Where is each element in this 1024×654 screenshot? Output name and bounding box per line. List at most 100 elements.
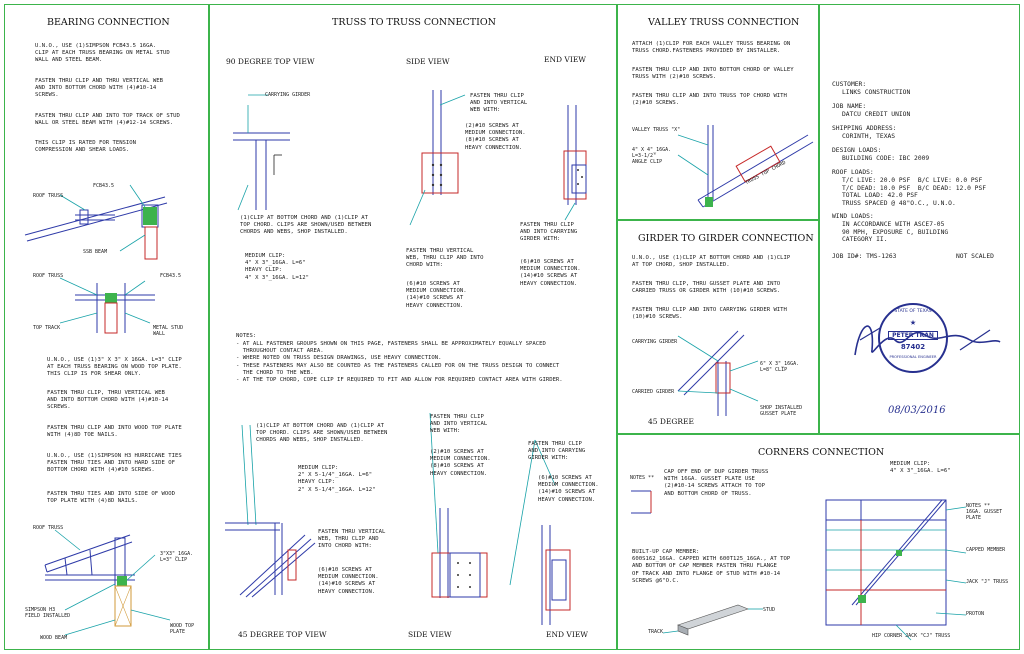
customer-label: CUSTOMER: xyxy=(832,81,867,88)
seal-state: STATE OF TEXAS xyxy=(894,309,932,314)
truss-45-top-view-drawing xyxy=(225,424,316,598)
bearing-text-1: U.N.O., USE (1)SIMPSON FCB43.5 16GA. CLI… xyxy=(35,43,170,64)
truss-side-view-drawing xyxy=(409,90,466,226)
wind-label: WIND LOADS: xyxy=(832,213,874,220)
truss-end-view-2-drawing xyxy=(509,439,571,625)
girder-title: GIRDER TO GIRDER CONNECTION xyxy=(638,233,814,244)
engineer-signature xyxy=(854,325,1001,356)
label-carried-girder: CARRIED GIRDER xyxy=(632,389,675,395)
job-id: JOB ID#: TMS-1263 xyxy=(832,253,897,260)
label-track: TRACK xyxy=(648,629,664,635)
label-top-track: TOP TRACK xyxy=(33,325,61,331)
valley-text-1: ATTACH (1)CLIP FOR EACH VALLEY TRUSS BEA… xyxy=(632,41,791,55)
label-valley-truss: VALLEY TRUSS "X" xyxy=(632,127,681,133)
truss-screws-side: (2)#10 SCREWS AT MEDIUM CONNECTION. (8)#… xyxy=(465,123,526,151)
bearing-text-6: FASTEN THRU CLIP, THRU VERTICAL WEB AND … xyxy=(47,390,169,411)
seal-pe: PROFESSIONAL ENGINEER xyxy=(889,355,937,359)
truss-medium-clip: MEDIUM CLIP: 4" X 3"_16GA. L=6" HEAVY CL… xyxy=(245,253,309,281)
job-value: DATCU CREDIT UNION xyxy=(842,111,911,118)
label-roof-truss-3: ROOF TRUSS xyxy=(33,525,64,531)
customer-value: LINKS CONSTRUCTION xyxy=(842,89,911,96)
seal-star-icon: ★ xyxy=(909,317,917,328)
label-hip-corner-jack: HIP CORNER JACK "CJ" TRUSS xyxy=(872,633,951,639)
roof-loads: T/C LIVE: 20.0 PSF B/C LIVE: 0.0 PSF T/C… xyxy=(842,177,987,207)
truss-end-view: END VIEW xyxy=(544,55,586,64)
bearing-detail-3-drawing xyxy=(44,529,171,636)
truss-screws-girder-2: (6)#10 SCREWS AT MEDIUM CONNECTION. (14)… xyxy=(538,475,599,503)
label-wood-top-plate: WOOD TOP PLATE xyxy=(170,623,195,635)
corners-medium-clip: MEDIUM CLIP: 4" X 3"_16GA. L=6" xyxy=(890,461,951,475)
design-label: DESIGN LOADS: xyxy=(832,147,882,154)
truss-to-truss-panel: TRUSS TO TRUSS CONNECTION 90 DEGREE TOP … xyxy=(209,4,617,650)
label-stud: STUD xyxy=(763,607,776,613)
corners-title: CORNERS CONNECTION xyxy=(758,447,885,458)
truss-top-view-45: 45 DEGREE TOP VIEW xyxy=(238,630,327,639)
valley-drawing xyxy=(677,125,814,208)
corners-built-up: BUILT-UP CAP MEMBER: 600S162_16GA. CAPPE… xyxy=(632,549,791,584)
corners-cap-drawing xyxy=(631,490,652,514)
label-fcb43-2: FCB43.5 xyxy=(160,273,182,279)
truss-top-view-90: 90 DEGREE TOP VIEW xyxy=(226,57,315,66)
truss-fasten-side-2: FASTEN THRU CLIP AND INTO VERTICAL WEB W… xyxy=(430,414,488,435)
label-jack-j-truss: JACK "J" TRUSS xyxy=(966,579,1009,585)
truss-fasten-girder: FASTEN THRU CLIP AND INTO CARRYING GIRDE… xyxy=(520,222,578,243)
label-proton: PROTON xyxy=(966,611,985,617)
label-roof-truss-1: ROOF TRUSS xyxy=(33,193,64,199)
truss-fasten-vert: FASTEN THRU VERTICAL WEB, THRU CLIP AND … xyxy=(406,248,484,269)
bearing-text-3: FASTEN THRU CLIP AND INTO TOP TRACK OF S… xyxy=(35,113,180,127)
truss-end-view-drawing xyxy=(563,105,587,221)
roof-label: ROOF LOADS: xyxy=(832,169,874,176)
truss-screws-vert: (6)#10 SCREWS AT MEDIUM CONNECTION. (14)… xyxy=(406,281,467,309)
truss-side-view-2-drawing xyxy=(429,412,488,598)
label-fcb43-1: FCB43.5 xyxy=(93,183,115,189)
truss-screws-vert-2: (6)#10 SCREWS AT MEDIUM CONNECTION. (14)… xyxy=(318,567,379,595)
bearing-text-9: FASTEN THRU TIES AND INTO SIDE OF WOOD T… xyxy=(47,491,175,505)
truss-fasten-vert-2: FASTEN THRU VERTICAL WEB, THRU CLIP AND … xyxy=(318,529,386,550)
label-wood-beam: WOOD BEAM xyxy=(40,635,68,641)
bearing-connection-panel: BEARING CONNECTION U.N.O., USE (1)SIMPSO… xyxy=(4,4,209,650)
ship-label: SHIPPING ADDRESS: xyxy=(832,125,897,132)
girder-text-1: U.N.O., USE (1)CLIP AT BOTTOM CHORD AND … xyxy=(632,255,791,269)
corners-notes-2: NOTES ** 16GA. GUSSET PLATE xyxy=(966,503,1003,521)
label-angle-clip: 4" X 4"_16GA. L=3-1/2" ANGLE CLIP xyxy=(632,147,672,165)
seal-date: 08/03/2016 xyxy=(888,405,946,416)
bearing-title: BEARING CONNECTION xyxy=(47,17,170,28)
truss-90-top-view-drawing xyxy=(233,94,290,211)
seal-name: PETER TRAN xyxy=(888,331,938,340)
truss-screws-girder: (6)#10 SCREWS AT MEDIUM CONNECTION. (14)… xyxy=(520,259,581,287)
bearing-text-7: FASTEN THRU CLIP AND INTO WOOD TOP PLATE… xyxy=(47,425,182,439)
corners-connection-panel: CORNERS CONNECTION NOTES ** CAP OFF END … xyxy=(617,434,1020,650)
corners-plan-drawing xyxy=(825,499,967,641)
bearing-text-4: THIS CLIP IS RATED FOR TENSION COMPRESSI… xyxy=(35,140,137,154)
label-clip-3x3: 3"X3"_16GA. L=3" CLIP xyxy=(160,551,194,563)
label-simpson-h3: SIMPSON H3 FIELD INSTALLED xyxy=(25,607,71,619)
bearing-text-8: U.N.O., USE (1)SIMPSON H3 HURRICANE TIES… xyxy=(47,453,182,474)
engineer-seal: STATE OF TEXAS ★ PETER TRAN 87402 PROFES… xyxy=(878,303,948,373)
truss-notes-title: NOTES: xyxy=(236,333,257,339)
wind-value: IN ACCORDANCE WITH ASCE7-05 90 MPH, EXPO… xyxy=(842,221,949,244)
corners-stud-track-drawing xyxy=(662,604,763,636)
girder-to-girder-panel: GIRDER TO GIRDER CONNECTION U.N.O., USE … xyxy=(617,220,819,434)
truss-side-view: SIDE VIEW xyxy=(406,57,450,66)
corners-notes-label: NOTES ** xyxy=(630,475,655,481)
girder-text-2: FASTEN THRU CLIP, THRU GUSSET PLATE AND … xyxy=(632,281,781,295)
truss-fasten-side: FASTEN THRU CLIP AND INTO VERTICAL WEB W… xyxy=(470,93,528,114)
valley-truss-panel: VALLEY TRUSS CONNECTION ATTACH (1)CLIP F… xyxy=(617,4,819,220)
truss-medium-clip-2: MEDIUM CLIP: 2" X 5-1/4"_16GA. L=6" HEAV… xyxy=(298,465,376,493)
valley-title: VALLEY TRUSS CONNECTION xyxy=(648,17,800,28)
label-gusset-plate: SHOP INSTALLED GUSSET PLATE xyxy=(760,405,803,417)
label-carrying-girder-2: CARRYING GIRDER xyxy=(632,339,678,345)
label-metal-stud-wall: METAL STUD WALL xyxy=(153,325,184,337)
seal-number: 87402 xyxy=(900,343,926,351)
project-info-panel: CUSTOMER: LINKS CONSTRUCTION JOB NAME: D… xyxy=(819,4,1020,434)
girder-45-degree: 45 DEGREE xyxy=(648,417,695,426)
bearing-text-5: U.N.O., USE (1)3" X 3" X 16GA. L=3" CLIP… xyxy=(47,357,182,378)
truss-fasten-girder-2: FASTEN THRU CLIP AND INTO CARRYING GIRDE… xyxy=(528,441,586,462)
label-capped-member: CAPPED MEMBER xyxy=(966,547,1006,553)
bearing-detail-1-drawing xyxy=(24,184,168,260)
truss-side-view-2: SIDE VIEW xyxy=(408,630,452,639)
valley-text-3: FASTEN THRU CLIP AND INTO TRUSS TOP CHOR… xyxy=(632,93,787,107)
girder-drawing xyxy=(677,330,759,416)
girder-text-3: FASTEN THRU CLIP AND INTO CARRYING GIRDE… xyxy=(632,307,787,321)
label-ssb-beam: SSB BEAM xyxy=(83,249,108,255)
